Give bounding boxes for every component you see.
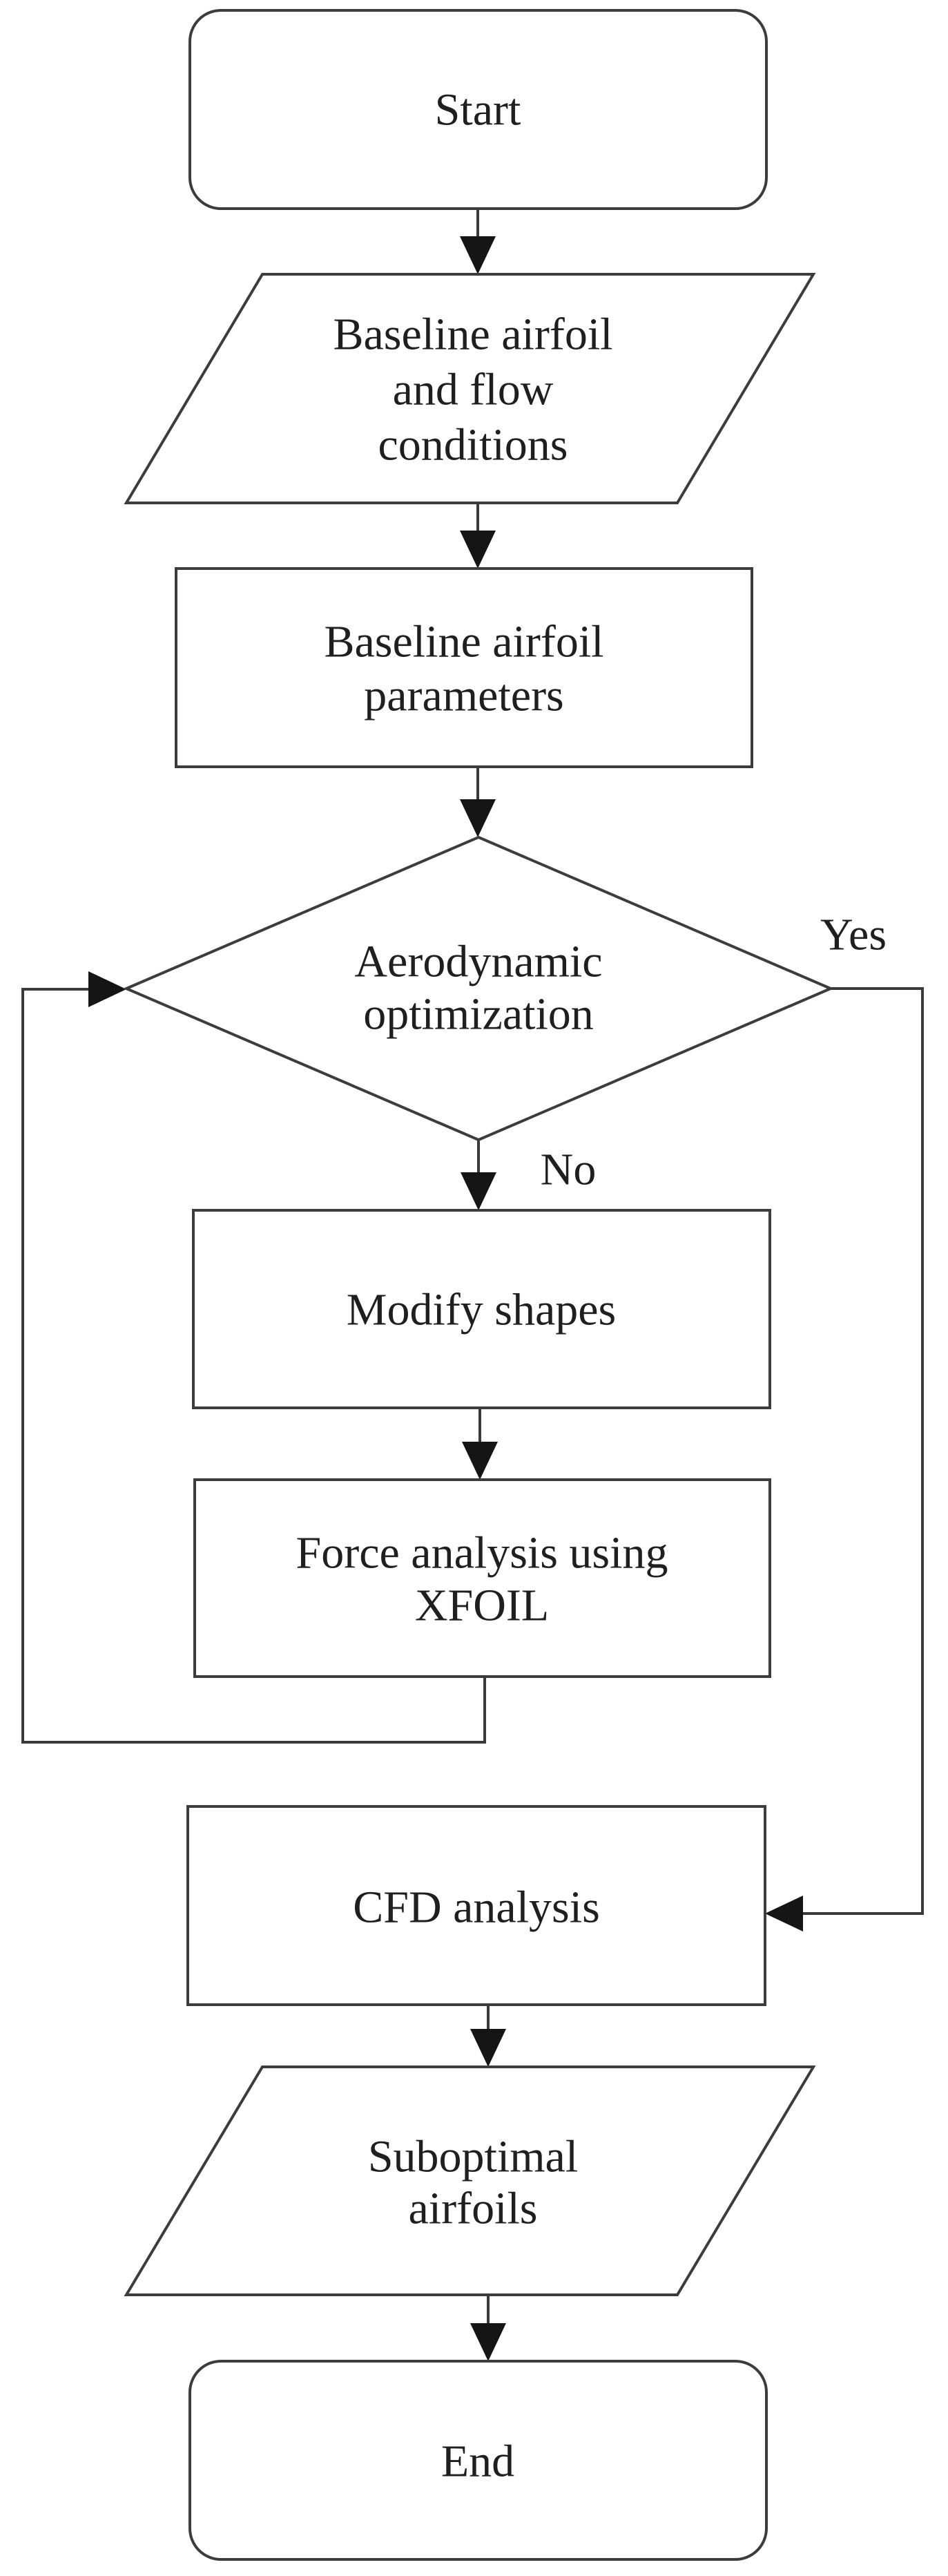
aerodynamic-optimization-line1: Aerodynamic xyxy=(354,936,602,986)
suboptimal-airfoils-line1: Suboptimal xyxy=(368,2131,578,2182)
arrowhead-down-icon xyxy=(460,799,496,837)
terminator-shape xyxy=(188,9,768,210)
end-node: End xyxy=(188,2360,768,2561)
arrowhead-down-icon xyxy=(470,2323,506,2361)
edge-baseline-input-to-parameters xyxy=(460,503,496,569)
baseline-input-line1: Baseline airfoil xyxy=(333,309,612,359)
force-analysis-line2: XFOIL xyxy=(415,1580,549,1630)
parallelogram-shape xyxy=(124,273,816,504)
process-shape xyxy=(175,567,753,768)
cfd-analysis-label: CFD analysis xyxy=(353,1882,600,1932)
edge-start-to-baseline-input xyxy=(460,209,496,274)
edge-modify-to-force xyxy=(462,1408,498,1480)
parallelogram-shape xyxy=(124,2065,816,2296)
baseline-input-line3: conditions xyxy=(378,419,568,470)
arrowhead-down-icon xyxy=(462,1442,498,1480)
suboptimal-airfoils-node: Suboptimal airfoils xyxy=(124,2065,816,2296)
no-edge-label: No xyxy=(541,1144,597,1194)
baseline-input-node: Baseline airfoil and flow conditions xyxy=(124,273,816,504)
suboptimal-airfoils-line2: airfoils xyxy=(409,2183,538,2233)
modify-shapes-label: Modify shapes xyxy=(347,1284,616,1335)
arrowhead-down-icon xyxy=(461,1172,496,1210)
baseline-input-line2: and flow xyxy=(393,364,554,414)
baseline-parameters-node: Baseline airfoil parameters xyxy=(175,567,753,768)
edge-force-loop-to-decision xyxy=(21,971,486,1744)
edge-line xyxy=(21,988,486,1744)
arrowhead-left-icon xyxy=(765,1896,803,1931)
arrowhead-down-icon xyxy=(460,236,496,274)
process-shape xyxy=(186,1805,766,2006)
edge-parameters-to-decision xyxy=(460,767,496,837)
force-analysis-line1: Force analysis using xyxy=(296,1527,668,1578)
edge-decision-yes-to-cfd xyxy=(765,987,924,1931)
arrowhead-right-icon xyxy=(88,971,126,1007)
edge-line xyxy=(803,987,924,1915)
baseline-parameters-line1: Baseline airfoil xyxy=(324,616,603,667)
decision-diamond-shape xyxy=(122,835,835,1142)
edge-suboptimal-to-end xyxy=(470,2295,506,2361)
start-node: Start xyxy=(188,9,768,210)
process-shape xyxy=(192,1209,771,1409)
process-shape xyxy=(193,1478,771,1678)
arrowhead-down-icon xyxy=(460,531,496,569)
terminator-shape xyxy=(188,2360,768,2561)
end-label: End xyxy=(441,2436,514,2486)
edge-decision-no-to-modify xyxy=(461,1140,496,1210)
yes-edge-label: Yes xyxy=(820,909,887,960)
edge-cfd-to-suboptimal xyxy=(470,2005,506,2067)
aerodynamic-optimization-node: Aerodynamic optimization xyxy=(122,835,835,1142)
modify-shapes-node: Modify shapes xyxy=(192,1209,771,1409)
cfd-analysis-node: CFD analysis xyxy=(186,1805,766,2006)
force-analysis-node: Force analysis using XFOIL xyxy=(193,1478,771,1678)
arrowhead-down-icon xyxy=(470,2029,506,2067)
start-label: Start xyxy=(435,84,521,135)
aerodynamic-optimization-line2: optimization xyxy=(363,989,594,1039)
baseline-parameters-line2: parameters xyxy=(364,670,564,721)
